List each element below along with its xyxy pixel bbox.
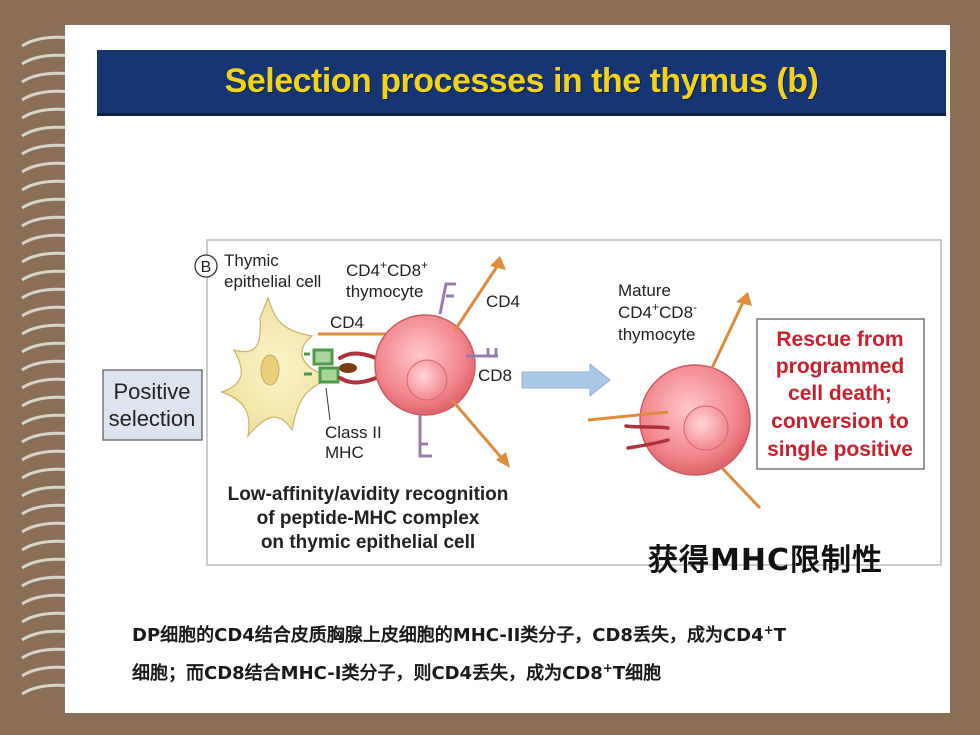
caption-text: DP细胞的CD4结合皮质胸腺上皮细胞的MHC-ΙΙ类分子，CD8丢失，成为CD4… xyxy=(132,614,942,690)
mature-thymocyte-nucleus xyxy=(683,405,729,451)
dp-thymocyte-label-1: CD4+CD8+ xyxy=(346,258,428,280)
panel-letter-circle xyxy=(194,254,218,278)
mhc-restriction-note: 获得MHC限制性 xyxy=(648,543,883,578)
thymic-label-2: epithelial cell xyxy=(224,272,321,291)
slide-title: Selection processes in the thymus (b) xyxy=(224,62,819,100)
caption-line-1: DP细胞的CD4结合皮质胸腺上皮细胞的MHC-ΙΙ类分子，CD8丢失，成为CD4… xyxy=(132,623,786,646)
positive-selection-label-2: selection xyxy=(109,406,196,431)
title-bar: Selection processes in the thymus (b) xyxy=(97,50,946,116)
mature-label-1: Mature xyxy=(618,281,671,300)
tcr-receptor xyxy=(338,351,378,385)
rescue-box xyxy=(756,318,925,470)
mature-label-2: CD4+CD8- xyxy=(618,300,697,322)
positive-selection-box xyxy=(102,369,203,441)
caption-line-2: 细胞；而CD8结合MHC-Ι类分子，则CD4丢失，成为CD8+T细胞 xyxy=(132,661,662,684)
panel-letter: B xyxy=(201,259,212,276)
cd4-arrowhead-bottom xyxy=(496,452,510,468)
recognition-line-1: Low-affinity/avidity recognition xyxy=(228,484,509,505)
cd8-label: CD8 xyxy=(478,366,512,385)
transition-arrow xyxy=(521,362,611,398)
panel-frame xyxy=(206,239,942,566)
rescue-line-4: conversion to xyxy=(771,410,909,433)
recognition-line-2: of peptide-MHC complex xyxy=(257,508,480,529)
mhc-label-2: MHC xyxy=(325,443,364,462)
dp-thymocyte-nucleus xyxy=(406,359,448,401)
mhc-class-ii-complex xyxy=(304,348,340,384)
rescue-line-2: programmed xyxy=(776,355,904,378)
rescue-line-5: single positive xyxy=(767,438,913,461)
epithelial-nucleus xyxy=(260,354,280,386)
cd4-arrowhead-top xyxy=(490,256,506,270)
mature-arrowhead-top xyxy=(736,292,752,306)
thymic-label-1: Thymic xyxy=(224,251,279,270)
recognition-line-3: on thymic epithelial cell xyxy=(261,532,475,553)
tcr-mature xyxy=(624,424,670,450)
cd4-left-label: CD4 xyxy=(330,313,364,332)
positive-selection-label-1: Positive xyxy=(113,379,190,404)
peptide xyxy=(339,363,357,373)
dp-thymocyte-label-2: thymocyte xyxy=(346,282,423,301)
cd8-receptors-dp xyxy=(418,282,498,458)
cd4-receptors-mature xyxy=(587,297,762,510)
rescue-line-1: Rescue from xyxy=(776,328,903,351)
mhc-pointer xyxy=(325,387,331,421)
mhc-label-1: Class II xyxy=(325,423,382,442)
cd4-right-label: CD4 xyxy=(486,292,520,311)
rescue-line-3: cell death; xyxy=(788,382,892,405)
cd4-receptors-dp xyxy=(450,261,507,463)
mature-label-3: thymocyte xyxy=(618,325,695,344)
